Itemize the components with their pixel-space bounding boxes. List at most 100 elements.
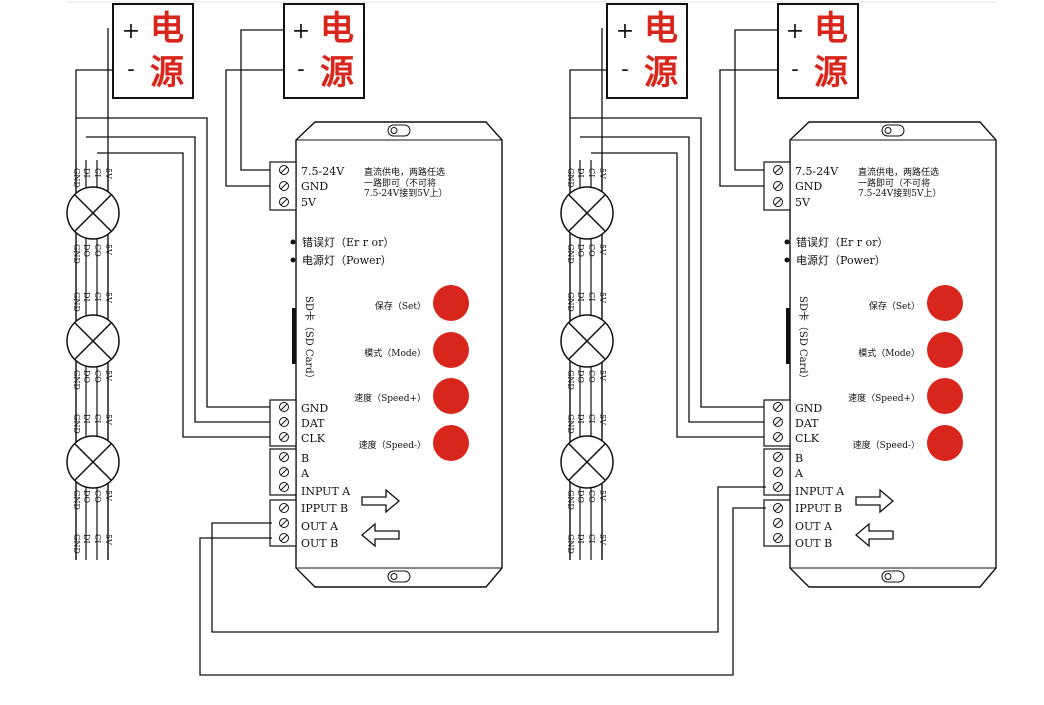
power-note: 直流供电，两路任选 一路即可（不可将 7.5-24V接到5V上） [364, 166, 448, 199]
pin-label: CO [587, 490, 596, 503]
strip-power-supply: + - 电 源 [606, 3, 688, 99]
signal-terminal-block: GND DAT CLK [763, 399, 822, 447]
terminal-label: 5V [795, 196, 811, 209]
power-plus: + [122, 19, 140, 44]
pin-label: GND [72, 490, 81, 510]
power-label-char-2: 源 [320, 53, 354, 93]
pin-label: DI [82, 534, 91, 544]
power-indicator-label: 电源灯（Power） [796, 253, 886, 267]
controller: SD卡（SD Card） 7.5-24V GND 5V 直流供电，两路任选 一路… [269, 121, 503, 588]
pin-label: CI [587, 168, 596, 177]
ab-terminal-block: B A INPUT A [763, 448, 845, 498]
power-plus: + [292, 19, 310, 44]
led-lamp [560, 186, 614, 240]
power-label-char-1: 电 [320, 9, 354, 49]
power-minus: - [621, 57, 628, 82]
terminal-label: OUT B [301, 537, 338, 550]
pin-label: CI [93, 414, 102, 423]
arrow-left-icon [854, 522, 894, 548]
power-label-char-1: 电 [150, 9, 184, 49]
io-terminal-block: IPPUT B OUT A OUT B [763, 499, 842, 550]
pin-label: 5V [104, 244, 113, 255]
pin-label: DI [576, 414, 585, 424]
speed-minus-button[interactable]: 速度（Speed-） [359, 425, 469, 461]
speed-minus-button-label: 速度（Speed-） [853, 439, 920, 451]
mode-button[interactable]: 模式（Mode） [364, 332, 469, 368]
sd-card-label: SD卡（SD Card） [797, 296, 810, 384]
pin-label: CO [587, 370, 596, 383]
led-strip: GND DI CI 5V GND DO CO 5V GND DI CI 5V G… [66, 160, 120, 560]
terminal-label: OUT B [795, 537, 832, 550]
pin-label: GND [72, 168, 81, 188]
set-button[interactable]: 保存（Set） [869, 285, 963, 321]
mounting-hole-bottom [881, 570, 905, 583]
terminal-label: OUT A [301, 520, 339, 533]
terminal-label: CLK [301, 432, 326, 445]
pin-label: DO [576, 370, 585, 383]
error-indicator: 错误灯（Er r or） [290, 235, 394, 249]
pin-label: CO [93, 490, 102, 503]
pin-label: DI [576, 534, 585, 544]
pin-label: CI [93, 168, 102, 177]
cascade-wiring [199, 486, 766, 676]
terminal-label: GND [795, 180, 822, 193]
mode-button-label: 模式（Mode） [858, 347, 920, 359]
led-lamp [66, 186, 120, 240]
set-button-label: 保存（Set） [375, 300, 426, 312]
power-label-char-2: 源 [644, 53, 678, 93]
pin-label: 5V [598, 168, 607, 179]
terminal-label: GND [795, 402, 822, 415]
pin-label: GND [566, 534, 575, 554]
pin-label: 5V [104, 414, 113, 425]
terminal-label: DAT [301, 417, 325, 430]
pin-label: DI [82, 168, 91, 178]
led-strip: GND DI CI 5V GND DO CO 5V GND DI CI 5V G… [560, 160, 614, 560]
pin-label: 5V [598, 490, 607, 501]
terminal-label: IPPUT B [301, 502, 348, 515]
pin-label: DI [82, 414, 91, 424]
controller-power-supply: + - 电 源 [283, 3, 365, 99]
strip-power-supply: + - 电 源 [112, 3, 194, 99]
pin-label: CO [93, 370, 102, 383]
pin-label: GND [72, 414, 81, 434]
pin-label: GND [566, 370, 575, 390]
pin-label: 5V [104, 490, 113, 501]
led-lamp [560, 314, 614, 368]
mode-button[interactable]: 模式（Mode） [858, 332, 963, 368]
pin-label: CI [587, 292, 596, 301]
power-label-char-2: 源 [814, 53, 848, 93]
terminal-label: INPUT A [795, 485, 845, 498]
svg-text:直流供电，两路任选: 直流供电，两路任选 [364, 166, 445, 178]
pin-label: GND [72, 370, 81, 390]
power-minus: - [791, 57, 798, 82]
power-label-char-2: 源 [150, 53, 184, 93]
terminal-label: 5V [301, 196, 317, 209]
speed-plus-button-label: 速度（Speed+） [848, 392, 920, 404]
speed-plus-button[interactable]: 速度（Speed+） [848, 378, 963, 414]
power-minus: - [127, 57, 134, 82]
power-terminal-block: 7.5-24V GND 5V [269, 161, 345, 211]
speed-minus-button[interactable]: 速度（Speed-） [853, 425, 963, 461]
terminal-label: IPPUT B [795, 502, 842, 515]
arrow-right-icon [855, 488, 895, 514]
power-plus: + [616, 19, 634, 44]
pin-label: CI [93, 534, 102, 543]
pin-label: CO [587, 244, 596, 257]
mode-button-label: 模式（Mode） [364, 347, 426, 359]
set-button[interactable]: 保存（Set） [375, 285, 469, 321]
speed-plus-button[interactable]: 速度（Speed+） [354, 378, 469, 414]
terminal-label: A [300, 467, 310, 480]
arrow-right-icon [361, 488, 401, 514]
pin-label: 5V [598, 414, 607, 425]
mounting-hole-top [387, 124, 411, 137]
pin-label: GND [566, 414, 575, 434]
system-left: + - 电 源 + - 电 源 [66, 3, 503, 588]
error-indicator-label: 错误灯（Er r or） [302, 235, 394, 249]
terminal-label: A [794, 467, 804, 480]
terminal-label: GND [301, 180, 328, 193]
pin-label: 5V [598, 292, 607, 303]
pin-label: GND [72, 292, 81, 312]
set-button-label: 保存（Set） [869, 300, 920, 312]
power-label-char-1: 电 [814, 9, 848, 49]
